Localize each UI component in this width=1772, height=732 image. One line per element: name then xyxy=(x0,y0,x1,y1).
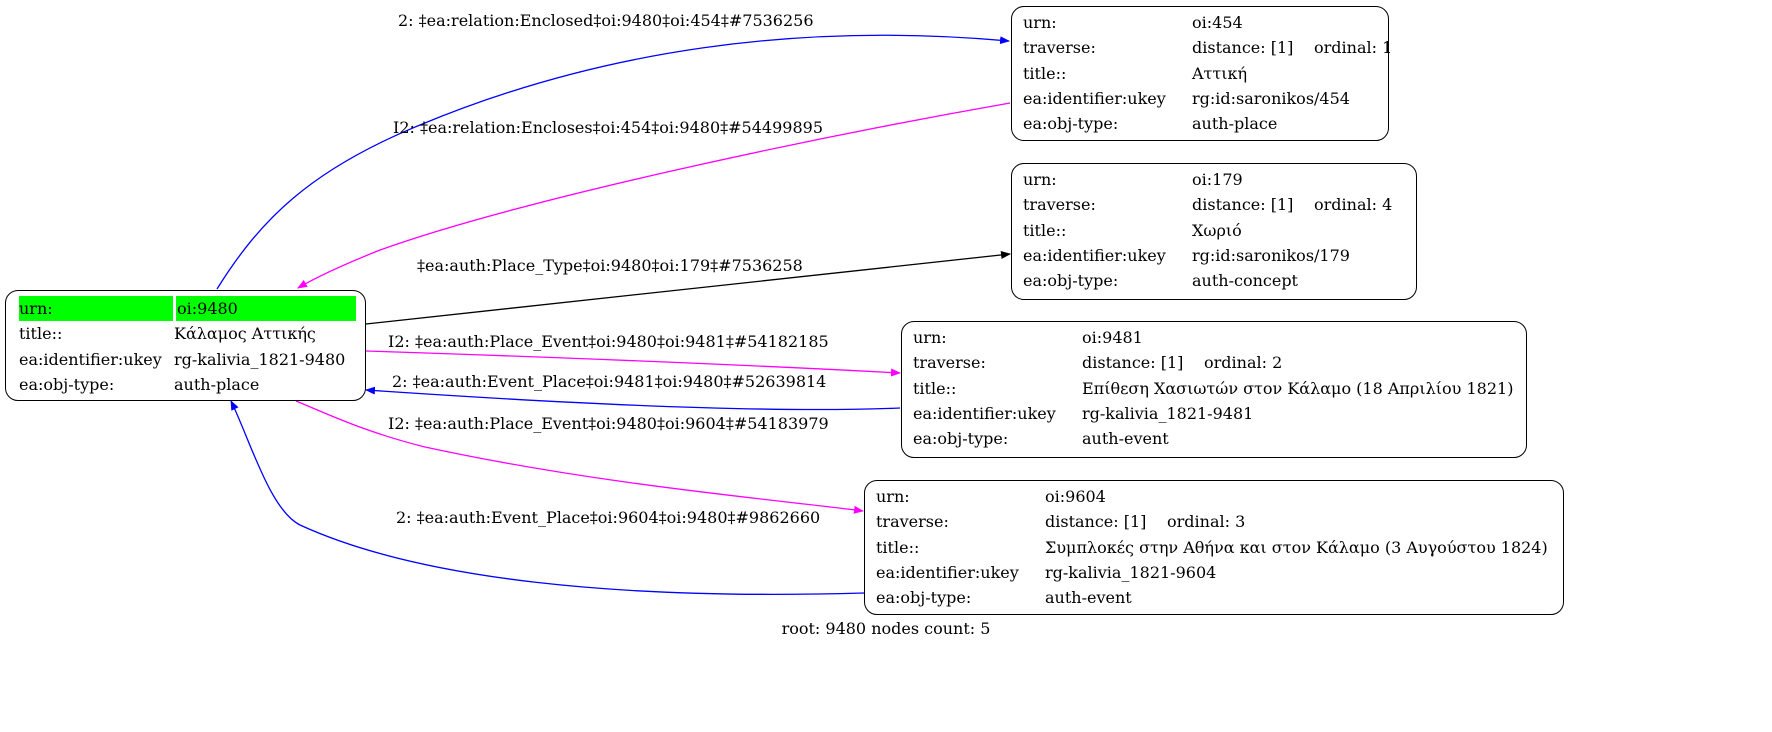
edge-label: I2: ‡ea:auth:Place_Event‡oi:9480‡oi:9604… xyxy=(388,414,829,433)
value: oi:9604 xyxy=(1045,487,1106,506)
key: urn: xyxy=(19,299,53,318)
key: ea:identifier:ukey xyxy=(19,349,162,369)
value: auth-event xyxy=(1082,429,1169,449)
key: ea:identifier:ukey xyxy=(913,403,1056,423)
value: rg-kalivia_1821-9480 xyxy=(174,349,346,369)
key: ea:identifier:ukey xyxy=(876,562,1019,582)
value: Συμπλοκές στην Αθήνα και στον Κάλαμο (3 … xyxy=(1045,537,1548,557)
value: auth-place xyxy=(1192,114,1278,134)
value: oi:179 xyxy=(1192,170,1243,189)
key: urn: xyxy=(1023,170,1057,189)
value: Αττική xyxy=(1192,63,1248,83)
key: title:: xyxy=(876,537,920,557)
key: traverse: xyxy=(1023,195,1096,215)
value: distance: [1] xyxy=(1082,353,1184,373)
graph-node[interactable]: urn: oi:179 traverse: distance: [1] ordinal:… xyxy=(1011,163,1417,300)
value: auth-place xyxy=(174,374,260,394)
edge-label: 2: ‡ea:auth:Event_Place‡oi:9604‡oi:9480‡… xyxy=(396,508,821,527)
value: rg-kalivia_1821-9481 xyxy=(1082,403,1254,423)
edge-encloses xyxy=(297,102,1011,289)
key: title:: xyxy=(1023,220,1067,240)
key: traverse: xyxy=(876,512,949,532)
key: title:: xyxy=(913,378,957,398)
edge-label: I2: ‡ea:auth:Place_Event‡oi:9480‡oi:9481… xyxy=(388,332,829,351)
key: ea:obj-type: xyxy=(1023,271,1119,291)
key: ea:identifier:ukey xyxy=(1023,245,1166,265)
value: Χωριό xyxy=(1192,220,1242,240)
key: traverse: xyxy=(913,353,986,373)
graph-node[interactable]: urn: oi:9604 traverse: distance: [1] ordinal… xyxy=(864,480,1564,615)
edge-place-type xyxy=(365,250,1011,325)
key: ea:obj-type: xyxy=(1023,114,1119,134)
edge-place-event-9481 xyxy=(365,350,901,377)
value: oi:9481 xyxy=(1082,328,1143,347)
value: rg:id:saronikos/179 xyxy=(1192,245,1350,265)
value: oi:454 xyxy=(1192,13,1243,32)
edge-label: ‡ea:auth:Place_Type‡oi:9480‡oi:179‡#7536… xyxy=(417,256,803,275)
edge-event-place-9604 xyxy=(230,400,865,595)
graph-node[interactable]: urn: oi:454 traverse: distance: [1] ordinal:… xyxy=(1011,6,1393,141)
value: Κάλαμος Αττικής xyxy=(174,324,316,344)
edge-place-event-9604 xyxy=(295,400,864,514)
graph-node[interactable]: urn: oi:9481 traverse: distance: [1] ordinal… xyxy=(901,321,1527,458)
value: auth-event xyxy=(1045,588,1132,608)
edge-label: 2: ‡ea:relation:Enclosed‡oi:9480‡oi:454‡… xyxy=(398,11,814,30)
key: ea:obj-type: xyxy=(876,588,972,608)
value: rg-kalivia_1821-9604 xyxy=(1045,562,1217,582)
key: ea:obj-type: xyxy=(913,429,1009,449)
value: distance: [1] xyxy=(1045,512,1147,532)
footer-status: root: 9480 nodes count: 5 xyxy=(781,619,991,638)
value: distance: [1] xyxy=(1192,38,1294,58)
key: ea:identifier:ukey xyxy=(1023,88,1166,108)
key: urn: xyxy=(1023,13,1057,32)
value: auth-concept xyxy=(1192,271,1298,291)
root-node[interactable]: urn: oi:9480 title::Κάλαμος Αττικής ea:id… xyxy=(5,290,366,401)
key: title:: xyxy=(19,324,63,344)
key: traverse: xyxy=(1023,38,1096,58)
ordinal: ordinal: 2 xyxy=(1204,353,1283,373)
key: ea:obj-type: xyxy=(19,374,115,394)
edge-event-place-9481 xyxy=(365,386,901,411)
ordinal: ordinal: 3 xyxy=(1167,512,1246,532)
ordinal: ordinal: 4 xyxy=(1314,195,1393,215)
key: urn: xyxy=(876,487,910,506)
value: distance: [1] xyxy=(1192,195,1294,215)
ordinal: ordinal: 1 xyxy=(1314,38,1393,58)
edge-label: I2: ‡ea:relation:Encloses‡oi:454‡oi:9480… xyxy=(393,118,823,137)
value: oi:9480 xyxy=(173,296,238,321)
edge-enclosed xyxy=(216,34,1010,290)
key: title:: xyxy=(1023,63,1067,83)
value: Επίθεση Χασιωτών στον Κάλαμο (18 Απριλίο… xyxy=(1082,378,1514,398)
edge-label: 2: ‡ea:auth:Event_Place‡oi:9481‡oi:9480‡… xyxy=(392,372,827,391)
value: rg:id:saronikos/454 xyxy=(1192,88,1350,108)
key: urn: xyxy=(913,328,947,347)
